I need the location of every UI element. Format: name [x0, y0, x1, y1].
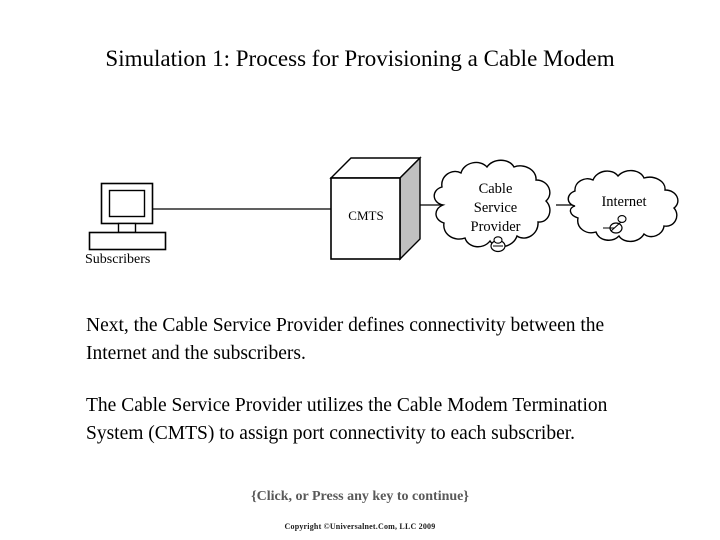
cloud-node-glyph — [490, 236, 506, 253]
node-label-cable-service-provider: Cable Service Provider — [448, 180, 543, 237]
click-to-continue-prompt[interactable]: {Click, or Press any key to continue} — [251, 489, 469, 504]
cmts-cube-3d-icon — [329, 156, 422, 261]
cloud-node-glyph — [603, 215, 627, 234]
diagram-svg — [88, 156, 679, 261]
body-paragraph-1: Next, the Cable Service Provider defines… — [86, 315, 605, 364]
node-label-cmts: CMTS — [348, 208, 384, 223]
body-paragraph-2: The Cable Service Provider utilizes the … — [86, 395, 608, 444]
desktop-computer-icon — [88, 182, 167, 251]
cloud-icon-cable-service-provider — [433, 159, 551, 253]
node-label-internet: Internet — [601, 194, 647, 210]
csp-label-line-2: Service — [473, 200, 518, 216]
node-label-subscribers: Subscribers — [85, 252, 151, 267]
copyright-notice: Copyright ©Universalnet.Com, LLC 2009 — [284, 522, 436, 531]
page-title: Simulation 1: Process for Provisioning a… — [105, 46, 615, 71]
cloud-icon-internet — [567, 169, 679, 243]
csp-label-line-1: Cable — [478, 181, 513, 197]
csp-label-line-3: Provider — [470, 219, 521, 235]
